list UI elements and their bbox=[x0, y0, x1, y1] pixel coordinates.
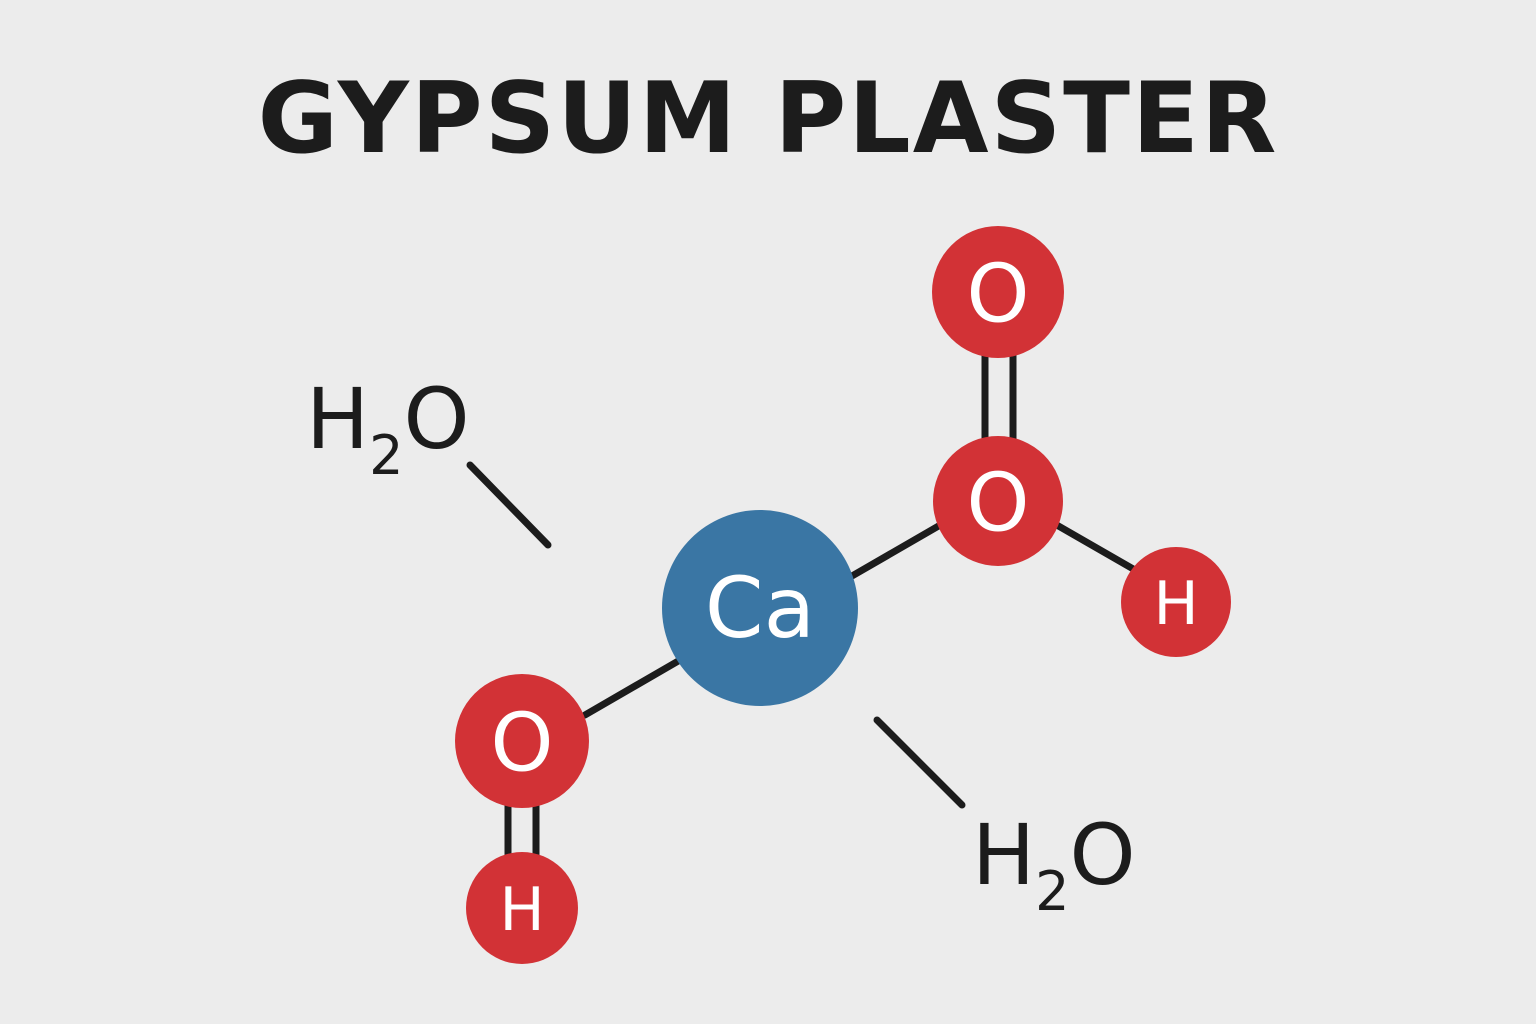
bond-o-middle-h bbox=[1051, 520, 1139, 574]
water-left-h: H bbox=[306, 370, 369, 468]
water-left-o: O bbox=[404, 370, 470, 468]
water-label-left: H2O bbox=[306, 370, 470, 487]
water-label-right: H2O bbox=[972, 806, 1136, 923]
water-right-o: O bbox=[1070, 806, 1136, 904]
oxygen-middle-label: O bbox=[967, 457, 1030, 550]
oxygen-atom-top: O bbox=[932, 226, 1064, 358]
oxygen-top-label: O bbox=[967, 248, 1030, 341]
hydrogen-bottom-circle bbox=[466, 852, 578, 964]
water-left-subscript: 2 bbox=[369, 424, 403, 487]
oxygen-atom-middle: O bbox=[933, 436, 1063, 566]
diagram-title: GYPSUM PLASTER bbox=[257, 62, 1279, 176]
hydrogen-right-label: H bbox=[1153, 569, 1198, 639]
oxygen-left-circle bbox=[455, 674, 589, 808]
oxygen-top-circle bbox=[932, 226, 1064, 358]
calcium-atom: Ca bbox=[662, 510, 858, 706]
water-right-subscript: 2 bbox=[1035, 860, 1069, 923]
oxygen-atom-left: O bbox=[455, 674, 589, 808]
oxygen-middle-circle bbox=[933, 436, 1063, 566]
bond-ca-o-left bbox=[581, 656, 684, 719]
calcium-circle bbox=[662, 510, 858, 706]
bonds bbox=[466, 351, 1139, 862]
water-right-h: H bbox=[972, 806, 1035, 904]
oxygen-left-label: O bbox=[491, 697, 554, 790]
calcium-label: Ca bbox=[705, 559, 815, 657]
hydrogen-atom-bottom: H bbox=[466, 852, 578, 964]
hydrogen-bottom-label: H bbox=[499, 875, 544, 945]
hydrogen-right-circle bbox=[1121, 547, 1231, 657]
hydrogen-atom-right: H bbox=[1121, 547, 1231, 657]
water-link-left bbox=[466, 461, 552, 549]
water-link-right bbox=[873, 716, 966, 809]
bond-ca-o-middle bbox=[848, 520, 946, 580]
